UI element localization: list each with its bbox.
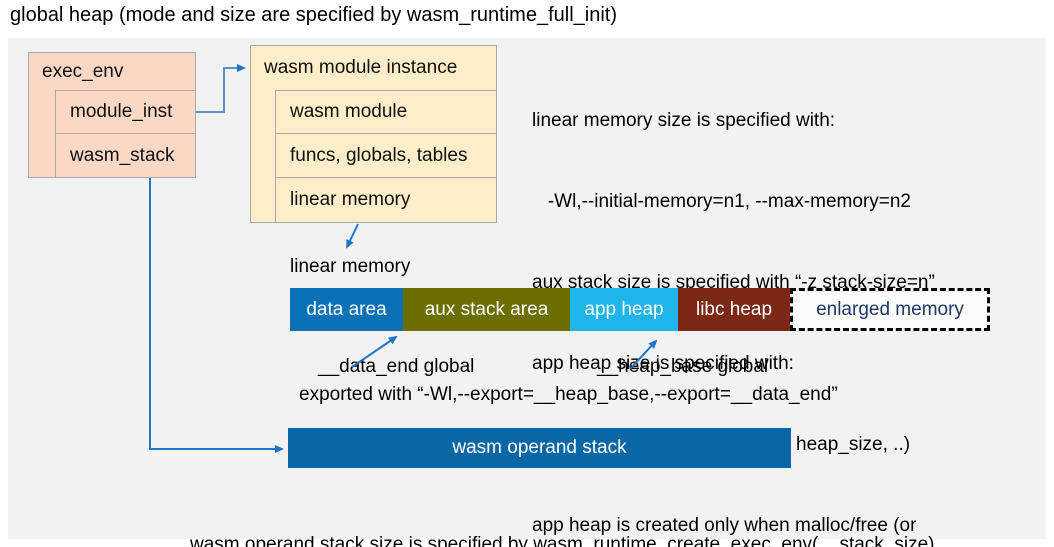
note-line: linear memory size is specified with:: [532, 110, 836, 131]
funcs-globals-tables-box: funcs, globals, tables: [275, 133, 497, 178]
enlarged-memory-segment: enlarged memory: [790, 288, 990, 331]
app-heap-segment: app heap: [570, 288, 678, 331]
wasm-operand-stack-bar: wasm operand stack: [288, 428, 791, 468]
export-note: exported with “-Wl,--export=__heap_base,…: [299, 384, 838, 405]
aux-stack-area-segment: aux stack area: [403, 288, 570, 331]
exec-env-label: exec_env: [42, 60, 124, 82]
note-line: aux stack size is specified with “-z sta…: [532, 272, 935, 293]
operand-stack-notes: wasm operand stack size is specified by …: [190, 480, 935, 547]
linear-memory-label: linear memory: [290, 256, 411, 277]
data-end-global-label: __data_end global: [318, 356, 475, 377]
note-line: app heap is created only when malloc/fre…: [532, 515, 917, 536]
memory-size-notes: linear memory size is specified with: -W…: [532, 53, 935, 547]
libc-heap-segment: libc heap: [678, 288, 790, 331]
heap-base-global-label: __heap_base global: [597, 356, 769, 377]
wasm-module-box: wasm module: [275, 90, 497, 134]
note-line: wasm operand stack size is specified by …: [190, 534, 935, 547]
page-title: global heap (mode and size are specified…: [10, 4, 617, 26]
module-inst-box: module_inst: [55, 90, 196, 134]
data-area-segment: data area: [290, 288, 403, 331]
module-instance-label: wasm module instance: [264, 56, 458, 78]
linear-memory-row-box: linear memory: [275, 177, 497, 223]
note-line: app heap size is specified with:: [532, 353, 794, 374]
note-line: -Wl,--initial-memory=n1, --max-memory=n2: [532, 191, 911, 212]
wasm-stack-box: wasm_stack: [55, 133, 196, 178]
linear-memory-bar: data area aux stack area app heap libc h…: [290, 288, 990, 331]
